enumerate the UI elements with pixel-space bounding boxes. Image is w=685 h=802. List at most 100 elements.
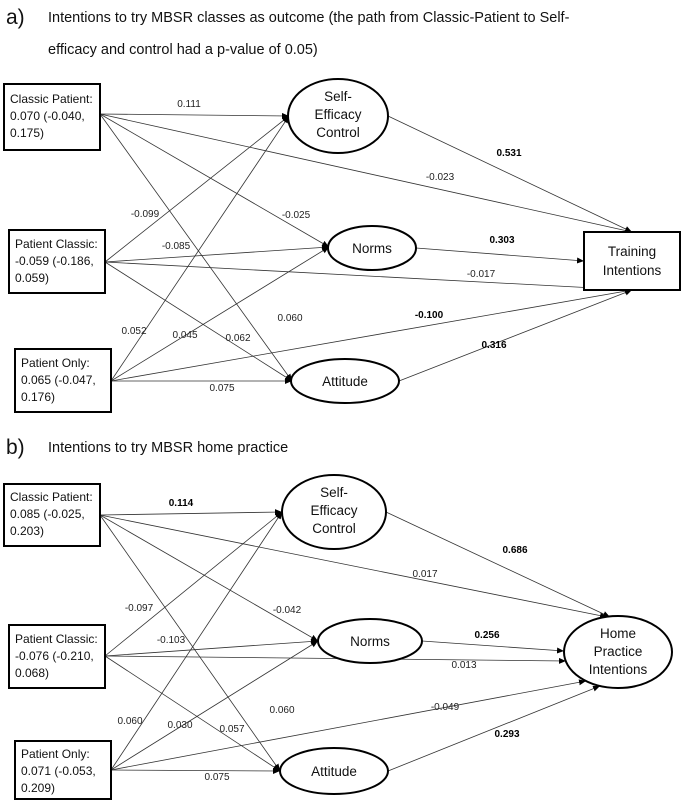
path-coefficient: -0.103 [157, 635, 186, 646]
outcome-label-line: Intentions [589, 662, 648, 677]
mediator-label-line: Norms [350, 634, 390, 649]
path-coefficient: -0.042 [273, 605, 302, 616]
panel-b-title-line-1: Intentions to try MBSR home practice [48, 440, 288, 456]
mediator-label-line: Efficacy [310, 503, 357, 518]
path-arrow-patient-only-to-norms [110, 640, 319, 771]
path-coefficient: 0.052 [121, 326, 146, 337]
path-coefficient: 0.256 [474, 630, 499, 641]
predictor-label-line: Patient Classic: [15, 237, 98, 251]
path-arrow-attitude-to-outcome [398, 289, 633, 382]
path-arrow-patient-classic-to-norms [104, 638, 319, 657]
panel-b: b) Intentions to try MBSR home practice … [3, 436, 673, 800]
path-arrow-patient-classic-to-self-efficacy [104, 511, 283, 657]
panel-a-mediator-attitude: Attitude [290, 358, 400, 404]
panel-a-mediator-self-efficacy: Self- Efficacy Control [287, 78, 389, 154]
predictor-label-line: 0.071 (-0.053, [21, 764, 96, 778]
panel-b-paths: 0.114 -0.042 0.060 0.017 -0.097 -0.103 0.057 0.… [99, 498, 611, 783]
path-coefficient: 0.060 [277, 313, 302, 324]
path-coefficient: 0.316 [481, 340, 506, 351]
panel-a: a) Intentions to try MBSR classes as out… [3, 6, 681, 413]
path-arrow-classic-patient-to-attitude [99, 113, 293, 382]
path-arrow-classic-patient-to-attitude [99, 514, 281, 772]
path-arrow-classic-patient-to-outcome [99, 113, 633, 234]
path-arrow-self-efficacy-to-outcome [387, 115, 633, 233]
path-coefficient: -0.100 [415, 310, 444, 321]
path-coefficient: 0.075 [209, 383, 234, 394]
path-arrow-patient-only-to-norms [110, 246, 330, 382]
panel-b-mediator-self-efficacy: Self- Efficacy Control [281, 474, 387, 550]
path-coefficient: -0.097 [125, 603, 154, 614]
path-coefficient: -0.049 [431, 702, 460, 713]
predictor-label-line: Patient Classic: [15, 632, 98, 646]
predictor-label-line: 0.070 (-0.040, [10, 109, 85, 123]
path-arrow-patient-only-to-outcome [110, 288, 633, 382]
path-coefficient: 0.075 [204, 772, 229, 783]
path-coefficient: -0.023 [426, 172, 455, 183]
path-coefficient: 0.531 [496, 148, 521, 159]
predictor-label-line: 0.059) [15, 271, 49, 285]
predictor-label-line: Patient Only: [21, 356, 90, 370]
panel-a-paths: 0.111 -0.025 0.060 -0.023 -0.099 -0.085 0.062 -… [99, 99, 633, 394]
path-arrow-attitude-to-outcome [387, 685, 601, 772]
path-arrow-patient-only-to-attitude [110, 767, 281, 774]
mediator-label-line: Attitude [311, 764, 357, 779]
predictor-label-line: -0.059 (-0.186, [15, 254, 94, 268]
mediator-label-line: Control [312, 521, 356, 536]
path-coefficient: 0.293 [494, 729, 519, 740]
path-arrow-patient-classic-to-norms [104, 244, 330, 263]
path-coefficient: 0.686 [502, 545, 527, 556]
path-coefficient: 0.303 [489, 235, 514, 246]
path-arrow-classic-patient-to-self-efficacy [99, 509, 283, 516]
predictor-label-line: Patient Only: [21, 747, 90, 761]
predictor-label-line: -0.076 (-0.210, [15, 649, 94, 663]
path-coefficient: 0.030 [167, 720, 192, 731]
outcome-label-line: Training [608, 244, 656, 259]
predictor-label-line: 0.065 (-0.047, [21, 373, 96, 387]
path-arrow-patient-only-to-self-efficacy [110, 511, 283, 771]
panel-b-outcome: Home Practice Intentions [563, 615, 673, 689]
panel-a-outcome: Training Intentions [583, 231, 681, 291]
panel-a-predictor-patient-only: Patient Only: 0.065 (-0.047, 0.176) [14, 348, 112, 413]
path-arrow-classic-patient-to-outcome [99, 514, 608, 619]
panel-a-title-line-2: efficacy and control had a p-value of 0.… [48, 42, 318, 58]
path-arrow-patient-only-to-self-efficacy [110, 115, 290, 382]
predictor-label-line: 0.203) [10, 524, 44, 538]
path-arrow-patient-only-to-outcome [110, 679, 587, 771]
panel-a-predictor-classic-patient: Classic Patient: 0.070 (-0.040, 0.175) [3, 83, 101, 151]
panel-a-predictor-patient-classic: Patient Classic: -0.059 (-0.186, 0.059) [8, 229, 106, 294]
path-coefficient: 0.060 [269, 705, 294, 716]
path-coefficient: -0.025 [282, 210, 311, 221]
mediator-label-line: Attitude [322, 374, 368, 389]
path-arrow-norms-to-outcome [421, 640, 565, 654]
panel-b-mediator-attitude: Attitude [279, 747, 389, 795]
path-coefficient: 0.057 [219, 724, 244, 735]
predictor-label-line: 0.085 (-0.025, [10, 507, 85, 521]
mediator-label-line: Norms [352, 241, 392, 256]
predictor-label-line: 0.175) [10, 126, 44, 140]
predictor-label-line: 0.209) [21, 781, 55, 795]
path-coefficient: -0.099 [131, 209, 160, 220]
path-coefficient: 0.062 [225, 333, 250, 344]
panel-b-predictor-patient-only: Patient Only: 0.071 (-0.053, 0.209) [14, 740, 112, 800]
path-coefficient: 0.045 [172, 330, 197, 341]
panel-a-title-line-1: Intentions to try MBSR classes as outcom… [48, 10, 570, 26]
path-arrow-patient-classic-to-self-efficacy [104, 115, 290, 263]
path-coefficient: 0.017 [412, 569, 437, 580]
panel-b-predictor-patient-classic: Patient Classic: -0.076 (-0.210, 0.068) [8, 624, 106, 689]
predictor-label-line: Classic Patient: [10, 490, 93, 504]
path-coefficient: 0.111 [177, 99, 201, 110]
mediator-label-line: Self- [320, 485, 348, 500]
path-arrow-classic-patient-to-self-efficacy [99, 112, 290, 119]
path-arrow-classic-patient-to-norms [99, 113, 330, 248]
path-coefficient: -0.085 [162, 241, 191, 252]
path-arrow-self-efficacy-to-outcome [385, 511, 611, 618]
predictor-label-line: 0.176) [21, 390, 55, 404]
path-arrow-patient-classic-to-outcome [104, 261, 633, 293]
path-coefficient: 0.114 [169, 498, 194, 509]
outcome-label-line: Intentions [603, 263, 662, 278]
path-coefficient: -0.017 [467, 269, 496, 280]
panel-a-mediator-norms: Norms [327, 225, 417, 271]
mediator-label-line: Self- [324, 89, 352, 104]
panel-b-mediator-norms: Norms [317, 618, 423, 664]
